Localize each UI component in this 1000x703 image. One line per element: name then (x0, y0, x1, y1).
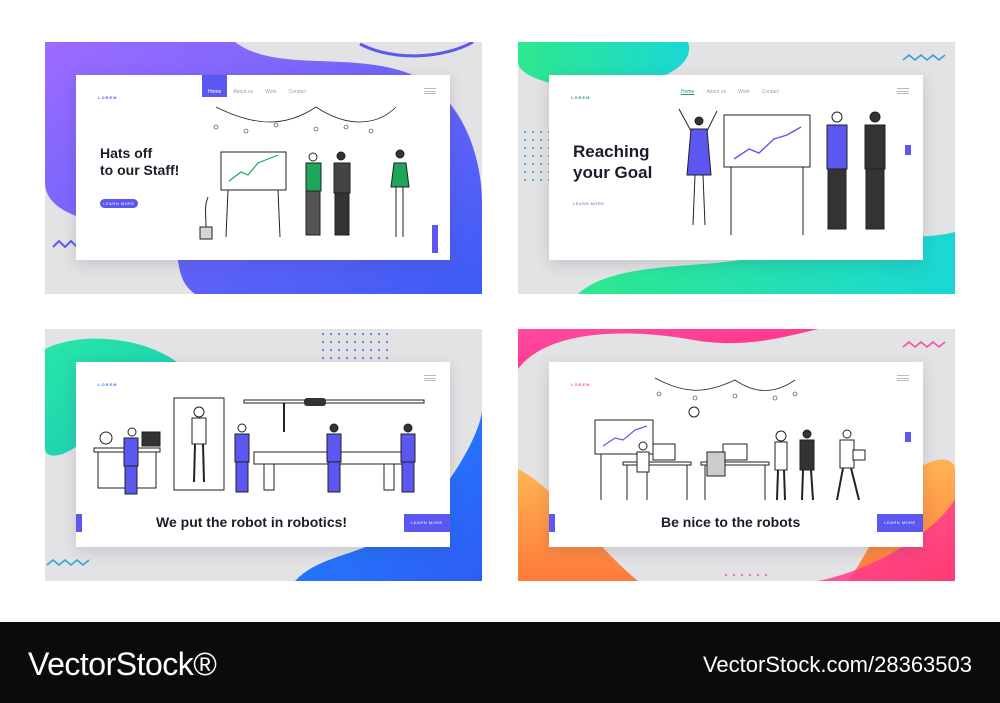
learn-more-button[interactable]: LEARN MORE (877, 514, 923, 532)
dot-grid (321, 332, 393, 367)
nav-work[interactable]: Work (265, 89, 277, 95)
menu-icon[interactable] (897, 375, 909, 381)
hero-headline: Be nice to the robots (661, 514, 801, 530)
watermark-footer: VectorStock® VectorStock.com/28363503 (0, 622, 1000, 703)
learn-more-link[interactable]: LEARN MORE (573, 201, 605, 206)
top-nav: Home About us Work Contact (675, 75, 785, 97)
brand-watermark: VectorStock® (28, 646, 217, 682)
menu-icon[interactable] (424, 375, 436, 381)
menu-icon[interactable] (424, 88, 436, 94)
nav-home[interactable]: Home (681, 89, 695, 95)
logo[interactable]: LOREM (98, 95, 118, 100)
robotics-factory-illustration (93, 397, 425, 495)
landing-panel-nice-robots: LOREM (518, 329, 955, 581)
hero-headline: Hats off to our Staff! (100, 145, 179, 179)
nav-about-us[interactable]: About us (706, 89, 727, 95)
nav-about-us[interactable]: About us (233, 89, 254, 95)
nav-contact[interactable]: Contact (288, 89, 306, 95)
landing-panel-robotics: LOREM (45, 329, 482, 581)
learn-more-button[interactable]: LEARN MORE (404, 514, 450, 532)
headline-line-2: to our Staff! (100, 162, 180, 179)
headline-line-2: your Goal (573, 162, 653, 182)
image-id-watermark: VectorStock.com/28363503 (702, 652, 972, 677)
learn-more-button[interactable]: LEARN MORE (100, 199, 138, 208)
dot-grid (523, 130, 551, 195)
top-nav: Home About us Work Contact (202, 75, 312, 97)
hero-headline: Reaching your Goal (573, 142, 652, 183)
nav-home[interactable]: Home (202, 75, 228, 97)
side-slider[interactable] (905, 432, 911, 442)
headline-line-1: Hats off (100, 145, 153, 161)
landing-card: LOREM Home About us Work Contact Reachin… (549, 75, 923, 260)
hero-headline: We put the robot in robotics! (156, 514, 348, 530)
staff-illustration (199, 106, 410, 240)
landing-panel-hats-off: LOREM Home About us Work Contact Hats of… (45, 42, 482, 294)
nav-contact[interactable]: Contact (761, 89, 779, 95)
landing-card: LOREM Home About us Work Contact Hats of… (76, 75, 450, 260)
nav-work[interactable]: Work (738, 89, 750, 95)
page-slider[interactable] (76, 514, 82, 532)
logo[interactable]: LOREM (571, 95, 591, 100)
headline-line-1: Reaching (573, 142, 650, 161)
page-slider[interactable] (549, 514, 555, 532)
page-slider[interactable] (432, 225, 438, 253)
goal-illustration (678, 108, 886, 235)
landing-panel-reaching-goal: LOREM Home About us Work Contact Reachin… (518, 42, 955, 294)
menu-icon[interactable] (897, 88, 909, 94)
robots-office-illustration (594, 377, 866, 501)
logo[interactable]: LOREM (571, 382, 591, 387)
page-slider[interactable] (905, 145, 911, 155)
landing-card: LOREM (549, 362, 923, 547)
logo[interactable]: LOREM (98, 382, 118, 387)
landing-card: LOREM (76, 362, 450, 547)
